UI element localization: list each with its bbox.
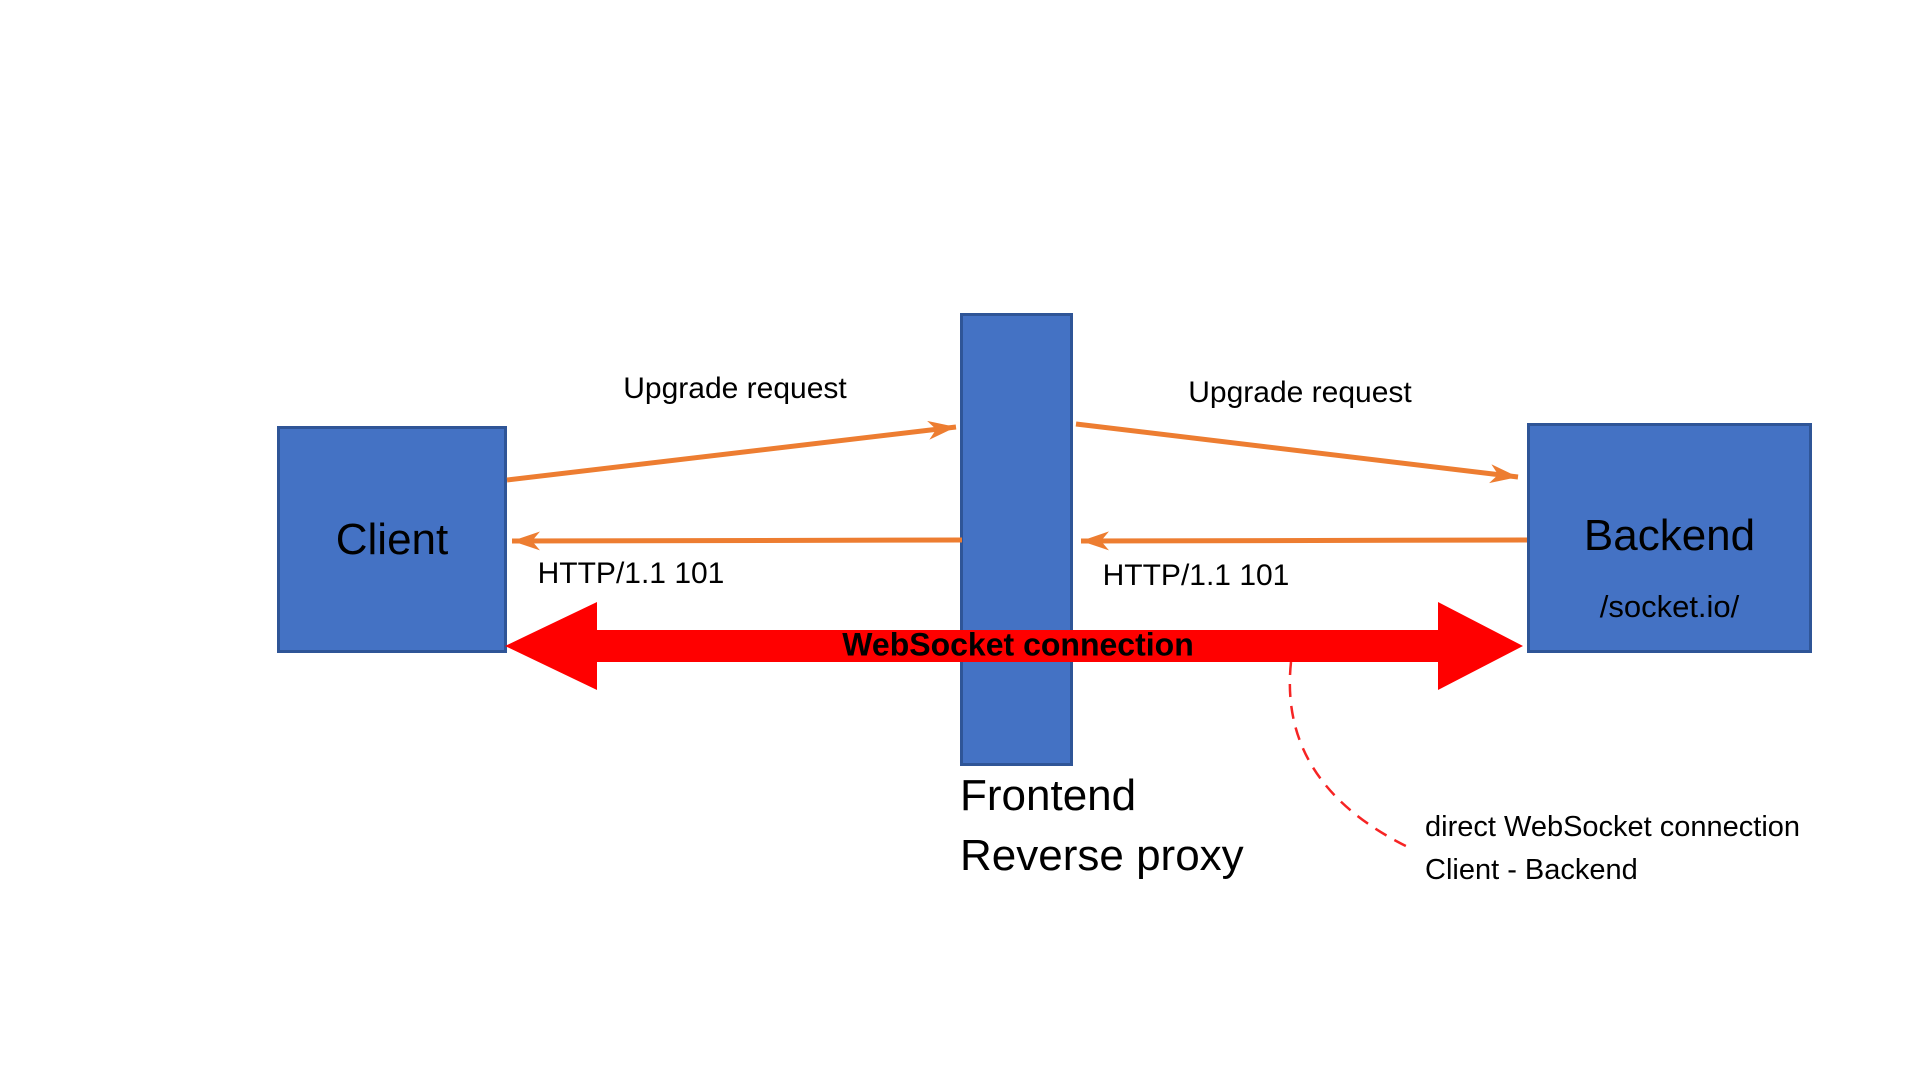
- reverse-proxy-node: [960, 313, 1073, 766]
- reverse-proxy-caption-line1: Frontend: [960, 771, 1137, 820]
- direct-connection-annotation: direct WebSocket connection Client - Bac…: [1425, 806, 1800, 892]
- upgrade-request-arrow-right: [1075, 421, 1519, 484]
- client-label: Client: [335, 514, 449, 564]
- backend-socket-path-label: /socket.io/: [1599, 589, 1740, 624]
- upgrade-request-label-left: Upgrade request: [623, 372, 847, 405]
- http-101-arrow-right: [1080, 531, 1528, 551]
- websocket-connection-label: WebSocket connection: [842, 626, 1194, 663]
- http-101-label-right: HTTP/1.1 101: [1102, 559, 1290, 592]
- reverse-proxy-caption: Frontend Reverse proxy: [960, 766, 1244, 886]
- upgrade-request-arrow-left: [506, 420, 957, 483]
- annotation-line1: direct WebSocket connection: [1425, 811, 1801, 843]
- annotation-line2: Client - Backend: [1425, 854, 1638, 886]
- upgrade-request-label-right: Upgrade request: [1188, 376, 1412, 409]
- http-101-arrow-left: [511, 531, 963, 551]
- client-node: Client: [277, 426, 507, 653]
- http-101-label-left: HTTP/1.1 101: [537, 557, 725, 590]
- backend-node: Backend /socket.io/: [1527, 423, 1812, 653]
- backend-label: Backend: [1583, 511, 1756, 560]
- annotation-callout-curve: [1288, 661, 1413, 851]
- reverse-proxy-caption-line2: Reverse proxy: [960, 831, 1244, 880]
